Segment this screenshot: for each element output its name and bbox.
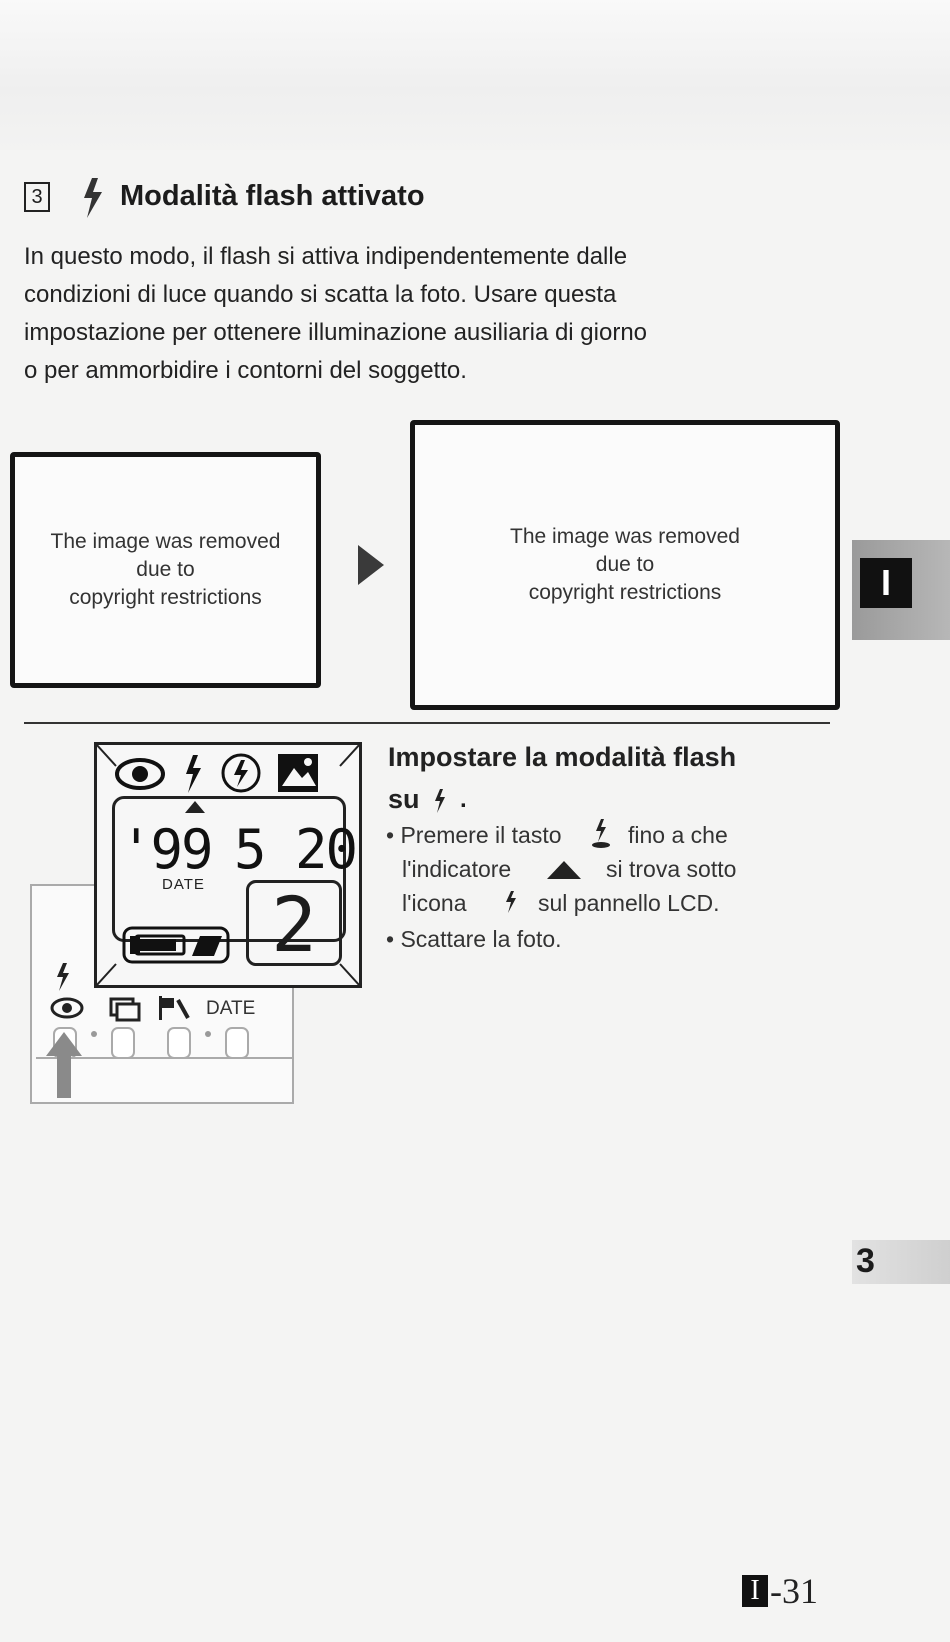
lcd-year: '99	[120, 818, 214, 881]
removed-notice-line: due to	[136, 558, 195, 581]
photo-before-placeholder: The image was removed due to copyright r…	[10, 452, 321, 688]
bullet-text: l'indicatore	[402, 856, 512, 882]
intro-line: impostazione per ottenere illuminazione …	[24, 319, 648, 346]
chapter-number: 3	[856, 1242, 875, 1280]
landscape-mode-icon	[278, 754, 318, 792]
removed-notice-line: copyright restrictions	[69, 586, 262, 609]
bullet-text: l'icona	[402, 890, 467, 916]
arrow-right-icon	[358, 545, 384, 585]
flash-icon	[435, 789, 445, 813]
bullet-text: • Premere il tasto	[386, 822, 562, 848]
lcd-date: 5 20	[234, 818, 358, 881]
print-mode-icon	[109, 997, 141, 1022]
removed-notice-line: The image was removed	[510, 525, 740, 548]
flash-off-icon	[221, 753, 261, 793]
indicator-triangle-icon	[185, 801, 205, 813]
bullet-press-button: • Premere il tasto	[386, 822, 562, 849]
lcd-date-label: DATE	[162, 876, 205, 893]
chapter-band	[852, 1240, 950, 1284]
title-period: .	[460, 786, 467, 813]
intro-line: condizioni di luce quando si scatta la f…	[24, 281, 617, 308]
side-tab-letter: I	[860, 558, 912, 608]
flash-button-icon	[592, 819, 610, 848]
page-number: I -31	[742, 1570, 818, 1612]
bullet-text: sul pannello LCD.	[538, 890, 720, 916]
bullet-text: si trova sotto	[606, 856, 737, 882]
flash-icon	[186, 755, 201, 793]
flash-icon	[57, 963, 69, 991]
instruction-title-su: su	[388, 784, 420, 814]
section-number-box: 3	[24, 182, 50, 212]
divider-line	[24, 722, 830, 724]
press-arrow-icon	[46, 1032, 82, 1098]
flash-icon	[506, 891, 516, 913]
lcd-frame-lines	[96, 744, 360, 986]
bullet-take-photo: • Scattare la foto.	[386, 926, 562, 952]
flash-icon	[84, 178, 102, 218]
intro-paragraph: In questo modo, il flash si attiva indip…	[24, 238, 844, 390]
removed-notice-line: copyright restrictions	[528, 581, 722, 604]
date-button-label: DATE	[206, 998, 256, 1019]
red-eye-icon	[50, 997, 84, 1019]
red-eye-icon	[115, 758, 165, 790]
page-digits: -31	[770, 1571, 818, 1611]
intro-line: In questo modo, il flash si attiva indip…	[24, 243, 628, 270]
intro-line: o per ammorbidire i contorni del soggett…	[24, 357, 467, 384]
bullet-text: fino a che	[628, 822, 728, 848]
flag-icon	[159, 996, 190, 1020]
removed-notice-line: The image was removed	[50, 530, 281, 553]
removed-notice-line: due to	[595, 553, 655, 576]
indicator-triangle-icon	[547, 861, 581, 879]
top-shade	[0, 0, 950, 150]
battery-icon	[122, 926, 230, 964]
section-title: Modalità flash attivato	[120, 180, 425, 212]
photo-after-placeholder: The image was removed due to copyright r…	[410, 420, 840, 710]
lcd-frame-counter: 2	[246, 880, 342, 967]
instruction-title: Impostare la modalità flash	[388, 742, 737, 772]
page-letter: I	[742, 1575, 768, 1607]
